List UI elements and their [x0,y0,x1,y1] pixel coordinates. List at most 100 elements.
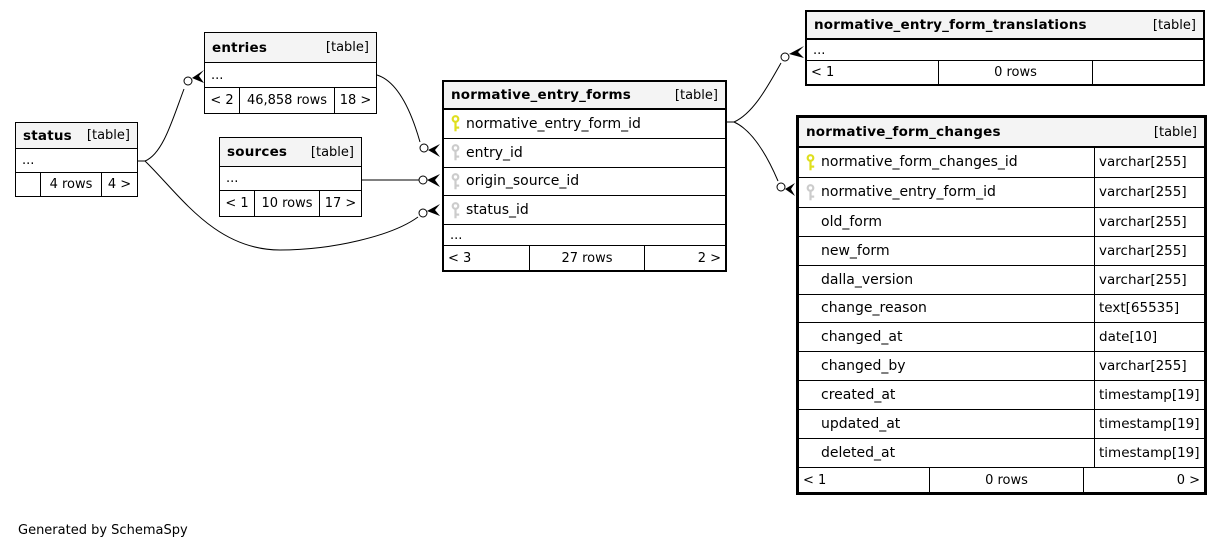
table-normative-entry-form-translations[interactable]: normative_entry_form_translations [table… [805,10,1205,86]
table-normative-form-changes[interactable]: normative_form_changes [table] normative… [796,115,1207,495]
table-name: status [23,127,72,144]
column-name: deleted_at [821,445,896,462]
table-tag: [table] [86,128,130,143]
column-name: changed_by [821,358,906,375]
footer-right: 17 > [319,191,361,216]
footer-left: < 1 [803,472,827,488]
footer-rows-count: 0 rows [929,468,1083,492]
column-type: timestamp[19] [1094,439,1204,467]
column-name: change_reason [821,300,927,317]
foreign-key-icon [444,139,466,167]
table-footer: < 1 0 rows [807,61,1203,84]
foreign-key-icon [799,178,821,207]
footer-left [16,173,40,196]
table-footer: < 2 46,858 rows 18 > [205,88,376,113]
column-type: date[10] [1094,323,1204,352]
hidden-columns-row[interactable]: ... [205,63,376,88]
key-icon-placeholder [799,323,821,351]
table-header: status [table] [16,123,137,149]
key-icon-placeholder [799,266,821,294]
key-icon-placeholder [799,295,821,323]
table-tag: [table] [310,144,354,160]
column-type: varchar[255] [1094,177,1204,207]
edge-entries-normative-entry-forms [376,74,440,157]
column-row-normative_entry_form_id[interactable]: normative_entry_form_id [444,110,725,139]
column-row-changed_by[interactable]: changed_by varchar[255] [799,352,1204,382]
edge-status-entries [138,70,204,162]
column-row-origin_source_id[interactable]: origin_source_id [444,168,725,197]
key-icon-placeholder [799,352,821,380]
column-row-normative_entry_form_id[interactable]: normative_entry_form_id varchar[255] [799,177,1204,208]
column-name: status_id [466,202,529,219]
table-footer: 4 rows 4 > [16,173,137,196]
column-type: varchar[255] [1094,265,1204,294]
hidden-columns-row[interactable]: ... [220,167,361,191]
column-name: updated_at [821,416,901,433]
table-header: normative_form_changes [table] [799,118,1204,148]
table-tag: [table] [674,87,718,103]
column-row-normative_form_changes_id[interactable]: normative_form_changes_id varchar[255] [799,148,1204,178]
foreign-key-icon [444,196,466,224]
generated-by-credit: Generated by SchemaSpy [18,523,188,538]
column-row-updated_at[interactable]: updated_at timestamp[19] [799,410,1204,440]
column-name: created_at [821,387,896,404]
edge-nef-translations [727,46,804,123]
column-row-changed_at[interactable]: changed_at date[10] [799,323,1204,353]
footer-left: < 3 [448,250,472,266]
column-name: entry_id [466,144,523,161]
column-type: timestamp[19] [1094,410,1204,439]
column-type: timestamp[19] [1094,381,1204,410]
table-entries[interactable]: entries [table] ... < 2 46,858 rows 18 > [204,32,377,114]
footer-right [1092,61,1203,84]
footer-right: 18 > [334,88,376,113]
column-type: varchar[255] [1094,148,1204,177]
column-name: origin_source_id [466,173,580,190]
footer-right: 4 > [101,173,137,196]
hidden-columns-row[interactable]: ... [807,40,1203,61]
column-row-deleted_at[interactable]: deleted_at timestamp[19] [799,439,1204,468]
primary-key-icon [799,148,821,177]
table-status[interactable]: status [table] ... 4 rows 4 > [15,122,138,197]
table-name: normative_form_changes [806,124,1001,140]
table-header: entries [table] [205,33,376,63]
column-name: old_form [821,213,882,230]
edge-sources-normative-entry-forms [362,174,440,187]
footer-left: < 2 [210,93,234,108]
table-header: sources [table] [220,138,361,167]
column-name: new_form [821,242,890,259]
footer-left: < 1 [225,196,249,211]
column-type: varchar[255] [1094,236,1204,265]
table-tag: [table] [1152,17,1196,33]
footer-rows-count: 10 rows [254,191,319,216]
table-header: normative_entry_form_translations [table… [807,12,1203,40]
column-row-entry_id[interactable]: entry_id [444,139,725,168]
hidden-columns-row[interactable]: ... [444,225,725,246]
column-name: changed_at [821,329,903,346]
key-icon-placeholder [799,381,821,409]
columns-list: normative_entry_form_id entry_id origin_so… [444,110,725,225]
footer-rows-count: 0 rows [938,61,1092,84]
table-sources[interactable]: sources [table] ... < 1 10 rows 17 > [219,137,362,217]
column-row-status_id[interactable]: status_id [444,196,725,225]
primary-key-icon [444,110,466,138]
column-type: varchar[255] [1094,352,1204,381]
column-name: normative_form_changes_id [821,154,1018,171]
footer-left: < 1 [811,65,835,80]
table-normative-entry-forms[interactable]: normative_entry_forms [table] normative_… [442,80,727,272]
column-row-created_at[interactable]: created_at timestamp[19] [799,381,1204,411]
key-icon-placeholder [799,410,821,438]
key-icon-placeholder [799,208,821,236]
table-name: entries [212,39,268,56]
column-name: normative_entry_form_id [821,184,996,201]
table-tag: [table] [325,40,369,55]
hidden-columns-row[interactable]: ... [16,149,137,173]
table-name: normative_entry_forms [451,87,632,103]
column-name: normative_entry_form_id [466,115,641,132]
column-row-new_form[interactable]: new_form varchar[255] [799,236,1204,266]
footer-rows-count: 27 rows [529,246,644,270]
